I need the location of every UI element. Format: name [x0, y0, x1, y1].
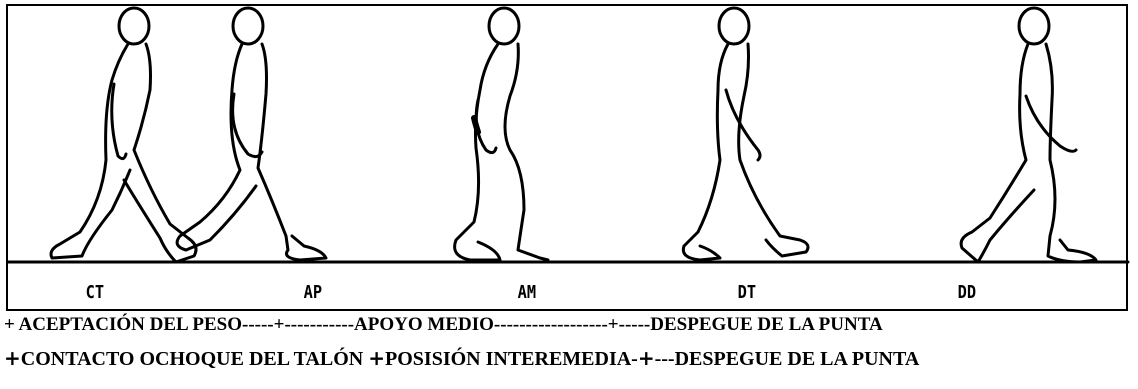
phase-label-am: AM — [518, 282, 536, 303]
walker-figure-ct — [51, 8, 196, 262]
plus-marker: + — [368, 346, 385, 370]
walker-figure-dt — [683, 8, 808, 260]
phase-caption-line-1: + ACEPTACIÓN DEL PESO-----+-----------AP… — [4, 314, 883, 336]
walker-figure-dd — [961, 8, 1096, 262]
gait-illustration — [0, 0, 1138, 312]
phase-label-ap: AP — [304, 282, 322, 303]
caption-mid-position: POSISIÓN INTEREMEDIA- — [385, 348, 638, 370]
phase-label-dt: DT — [738, 282, 756, 303]
walker-figure-am — [455, 8, 548, 260]
walker-figure-ap — [177, 8, 326, 260]
plus-marker: + — [4, 346, 21, 370]
phase-caption-line-2: +CONTACTO OCHOQUE DEL TALÓN +POSISIÓN IN… — [4, 346, 919, 371]
caption-heel-contact: CONTACTO OCHOQUE DEL TALÓN — [21, 348, 368, 370]
plus-marker: + — [638, 346, 655, 370]
phase-label-ct: CT — [86, 282, 104, 303]
caption-toe-off: ---DESPEGUE DE LA PUNTA — [655, 348, 920, 370]
phase-label-dd: DD — [958, 282, 976, 303]
